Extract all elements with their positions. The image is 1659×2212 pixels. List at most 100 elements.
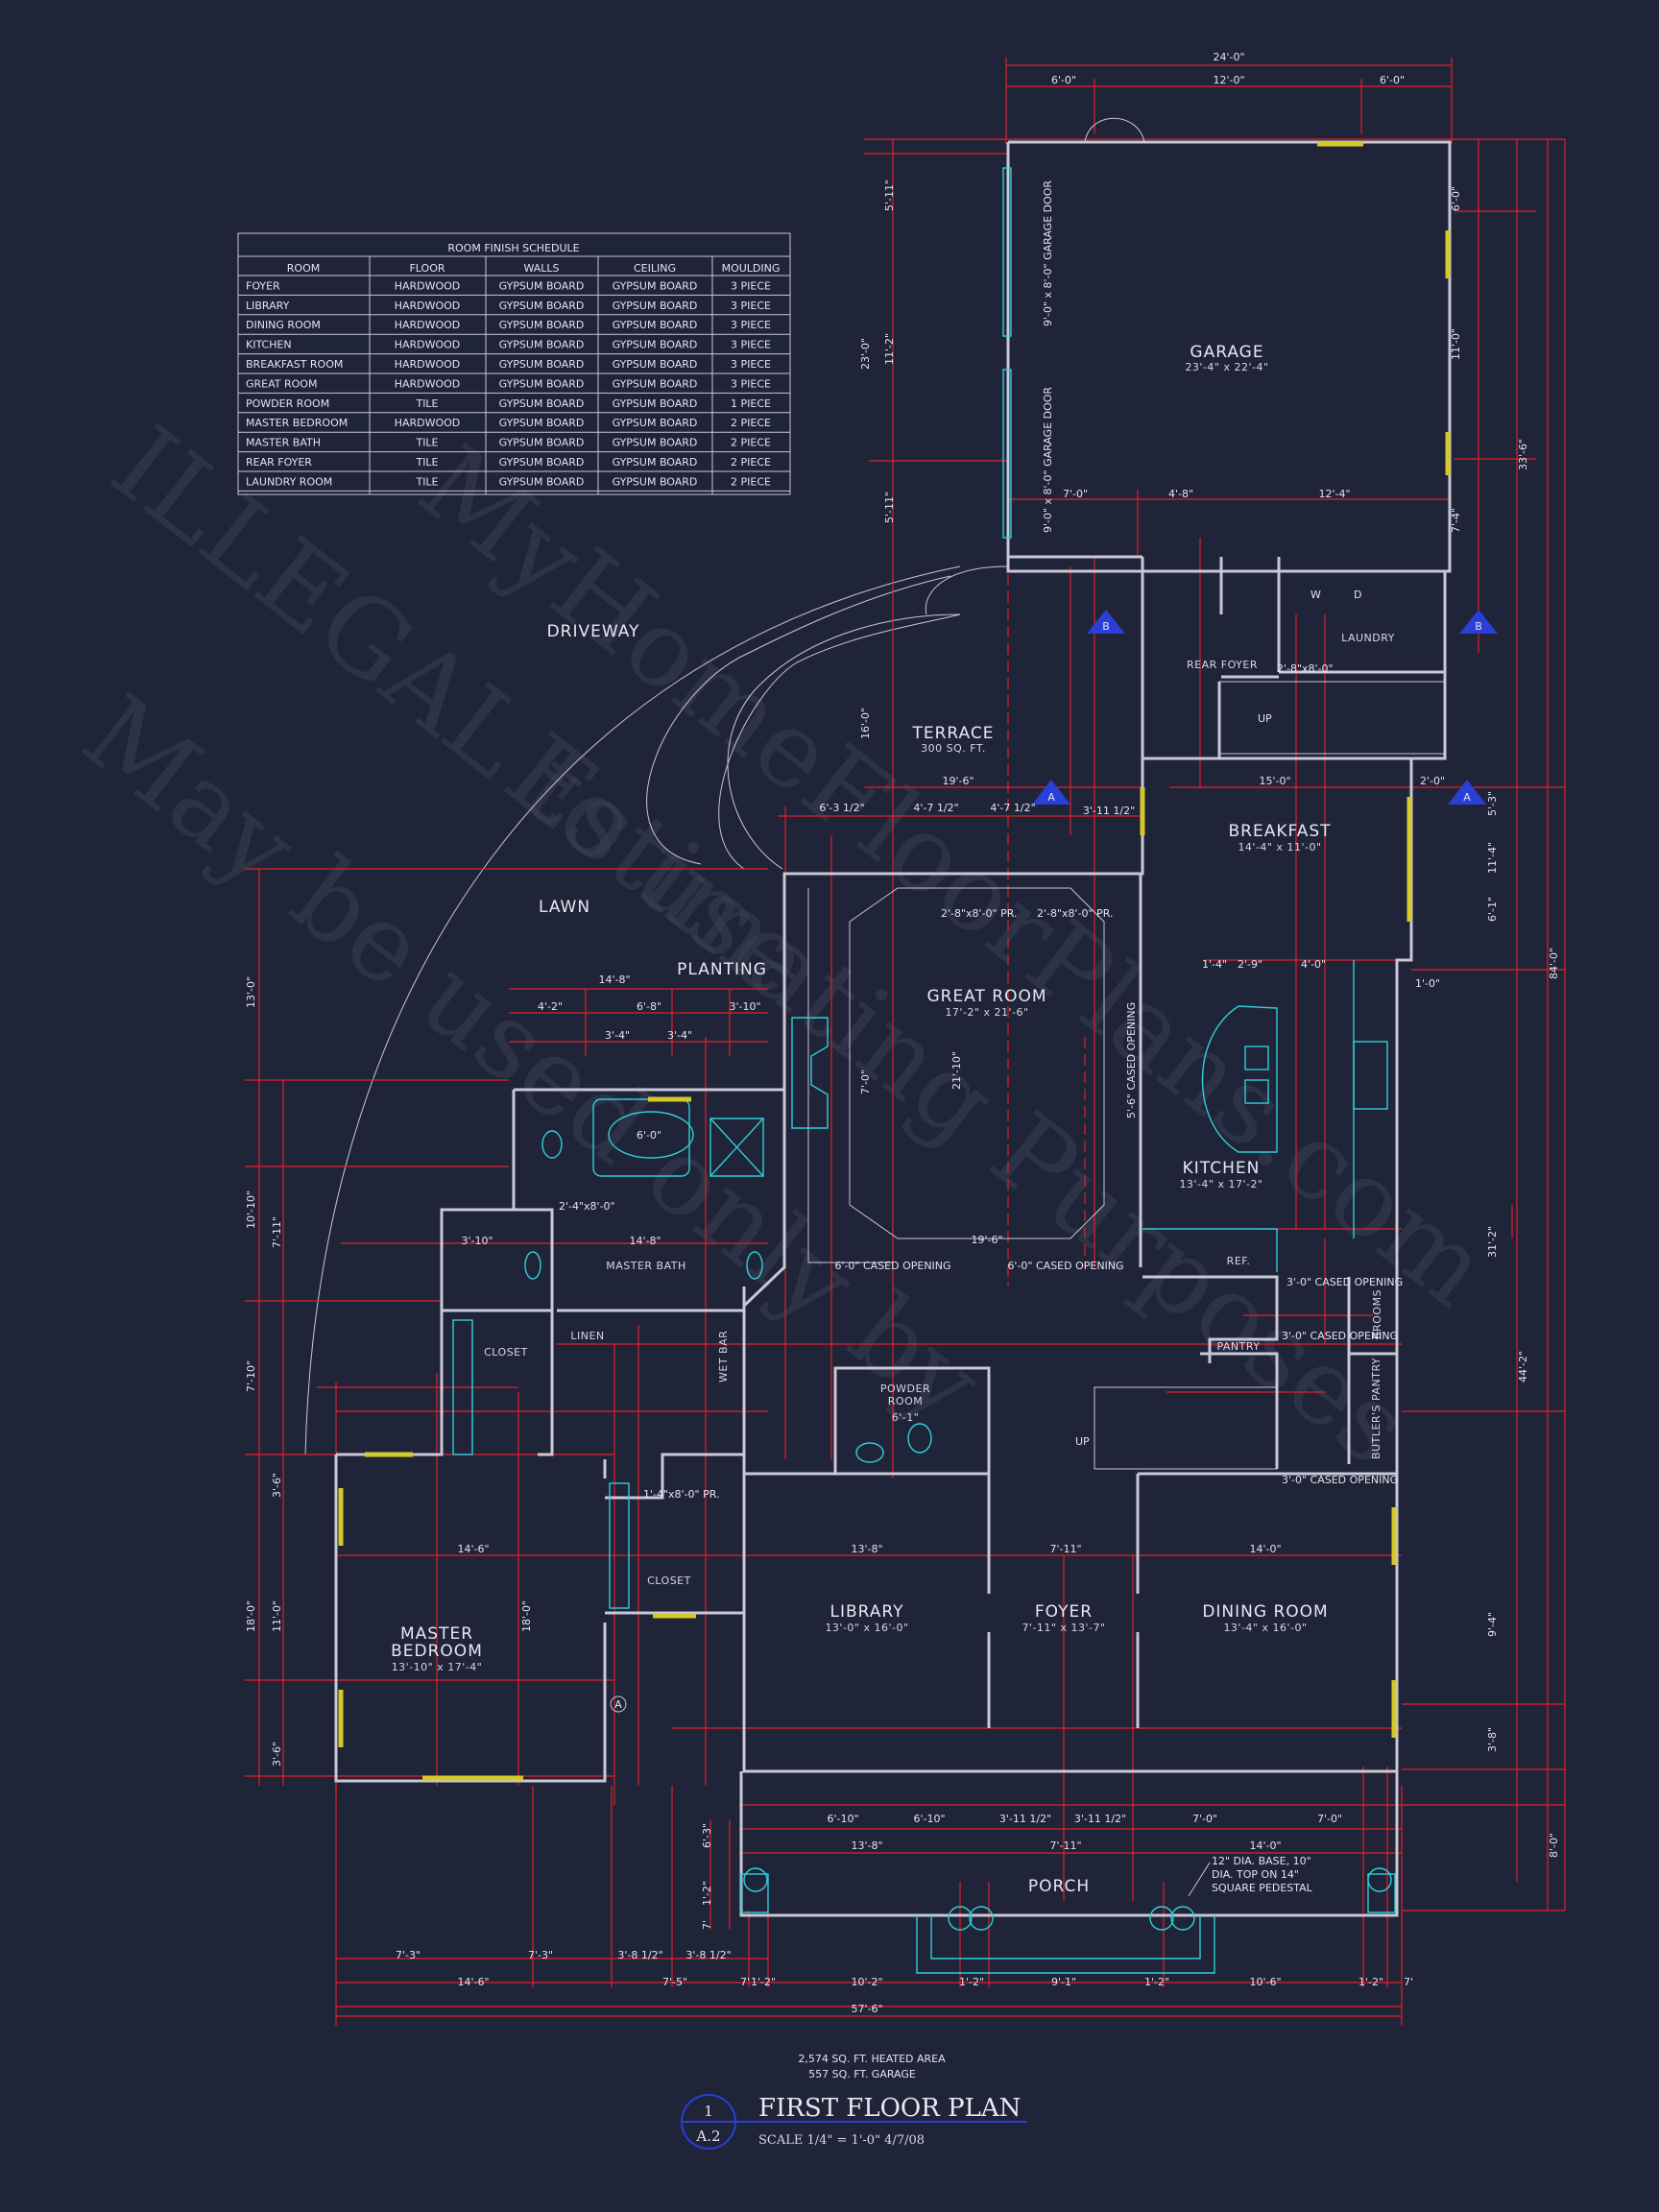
svg-text:4'-0": 4'-0" — [1301, 958, 1326, 971]
pantry-label: PANTRY — [1216, 1340, 1260, 1353]
schedule-cell: GYPSUM BOARD — [613, 319, 698, 331]
svg-text:21'-10": 21'-10" — [950, 1051, 963, 1090]
svg-text:3'-10": 3'-10" — [729, 1000, 760, 1013]
schedule-cell: HARDWOOD — [395, 417, 461, 429]
door-label-1: 2'-8"x8'-0" PR. — [941, 907, 1018, 920]
driveway-label: DRIVEWAY — [547, 622, 640, 641]
schedule-cell: GYPSUM BOARD — [499, 279, 585, 292]
svg-text:6'-0": 6'-0" — [637, 1129, 661, 1142]
kitchen-label: KITCHEN — [1183, 1159, 1261, 1178]
svg-text:3'-11 1/2": 3'-11 1/2" — [999, 1813, 1051, 1825]
wet-bar-label: WET BAR — [717, 1331, 730, 1382]
schedule-cell: GYPSUM BOARD — [499, 339, 585, 351]
powder-room-dim: 6'-1" — [892, 1411, 920, 1424]
schedule-cell: GREAT ROOM — [246, 377, 317, 390]
svg-text:6'-3 1/2": 6'-3 1/2" — [819, 802, 864, 814]
foyer-label: FOYER — [1035, 1602, 1093, 1622]
closet-1-label: CLOSET — [484, 1346, 528, 1358]
svg-text:10'-10": 10'-10" — [245, 1190, 257, 1229]
butlers-pantry-label: BUTLER'S PANTRY — [1370, 1358, 1382, 1459]
svg-text:7'-0": 7'-0" — [859, 1070, 872, 1094]
schedule-cell: 2 PIECE — [731, 417, 771, 429]
svg-text:84'-0": 84'-0" — [1548, 948, 1560, 979]
dining-room-label: DINING ROOM — [1202, 1602, 1328, 1622]
drawing-title: FIRST FLOOR PLAN — [758, 2094, 1021, 2123]
library-label: LIBRARY — [830, 1602, 903, 1622]
schedule-cell: FOYER — [246, 279, 280, 292]
fixtures — [452, 167, 1396, 1931]
svg-text:3'-4": 3'-4" — [667, 1029, 692, 1042]
svg-text:10'-6": 10'-6" — [1249, 1976, 1281, 1988]
schedule-cell: GYPSUM BOARD — [499, 417, 585, 429]
garage-door-1-label: 9'-0" x 8'-0" GARAGE DOOR — [1042, 180, 1054, 326]
range — [1353, 1041, 1388, 1110]
schedule-cell: HARDWOOD — [395, 339, 461, 351]
schedule-cell: GYPSUM BOARD — [499, 377, 585, 390]
svg-text:7'-3": 7'-3" — [528, 1949, 553, 1961]
schedule-cell: TILE — [415, 475, 438, 488]
driveway-return — [925, 565, 1009, 615]
svg-text:31'-2": 31'-2" — [1486, 1226, 1499, 1258]
section-marker-b-right — [1459, 610, 1498, 634]
schedule-body: FOYER HARDWOOD GYPSUM BOARD GYPSUM BOARD 3 P… — [238, 279, 790, 492]
svg-text:33'-6": 33'-6" — [1517, 439, 1529, 470]
svg-text:7'-0": 7'-0" — [1063, 488, 1088, 500]
terrace-size: 300 SQ. FT. — [921, 742, 986, 755]
svg-text:44'-2": 44'-2" — [1517, 1351, 1529, 1382]
room-labels: GARAGE 23'-4" x 22'-4" TERRACE 300 SQ. F… — [391, 343, 1395, 1896]
svg-text:5'-3": 5'-3" — [1486, 791, 1499, 816]
svg-text:6'-10": 6'-10" — [827, 1813, 858, 1825]
lawn-outer-curve — [304, 565, 961, 1455]
washer-label: W — [1310, 589, 1321, 601]
schedule-cell: 3 PIECE — [731, 358, 771, 371]
svg-text:18'-0": 18'-0" — [520, 1600, 533, 1632]
schedule-cell: BREAKFAST ROOM — [246, 358, 343, 371]
schedule-header-walls: WALLS — [523, 262, 559, 275]
garage-area: 557 SQ. FT. GARAGE — [808, 2068, 916, 2080]
foyer-size: 7'-11" x 13'-7" — [1022, 1622, 1105, 1634]
ref-label: REF. — [1227, 1255, 1251, 1267]
svg-text:7'-11": 7'-11" — [1049, 1839, 1081, 1852]
schedule-cell: POWDER ROOM — [246, 397, 329, 410]
door-label-5: 1'-4"x8'-0" PR. — [643, 1488, 720, 1501]
closet-shelf-1 — [452, 1319, 473, 1455]
closet-shelf-2 — [609, 1482, 630, 1609]
powder-sink — [855, 1442, 884, 1463]
kitchen-size: 13'-4" x 17'-2" — [1179, 1178, 1262, 1190]
svg-text:6'-3": 6'-3" — [701, 1823, 713, 1848]
svg-text:3'-8 1/2": 3'-8 1/2" — [685, 1949, 731, 1961]
svg-text:6'-10": 6'-10" — [913, 1813, 945, 1825]
door-label-3: 2'-4"x8'-0" — [559, 1200, 615, 1213]
schedule-cell: GYPSUM BOARD — [613, 437, 698, 449]
svg-text:8'-0": 8'-0" — [1548, 1833, 1560, 1858]
schedule-cell: 3 PIECE — [731, 377, 771, 390]
svg-text:18'-0": 18'-0" — [245, 1600, 257, 1632]
schedule-cell: GYPSUM BOARD — [613, 300, 698, 312]
site-features: DRIVEWAY LAWN PLANTING — [304, 565, 1009, 1455]
watermark: ILLEGAL to use May be used only by MyHom… — [61, 403, 1511, 1489]
heated-area: 2,574 SQ. FT. HEATED AREA — [798, 2053, 946, 2065]
schedule-cell: HARDWOOD — [395, 377, 461, 390]
windows — [338, 141, 1451, 1781]
svg-text:7'-3": 7'-3" — [396, 1949, 421, 1961]
schedule-cell: MASTER BATH — [246, 437, 321, 449]
svg-text:14'-8": 14'-8" — [598, 974, 630, 986]
dimension-text: 24'-0" 6'-0" 12'-0" 6'-0" 5'-11" 11'-2" … — [245, 51, 1560, 2015]
svg-text:1'-4": 1'-4" — [1202, 958, 1227, 971]
schedule-cell: GYPSUM BOARD — [499, 358, 585, 371]
schedule-cell: TILE — [415, 397, 438, 410]
svg-text:13'-0": 13'-0" — [245, 976, 257, 1008]
schedule-cell: 3 PIECE — [731, 279, 771, 292]
powder-room-label-2: ROOM — [888, 1395, 923, 1407]
great-room-label: GREAT ROOM — [926, 987, 1046, 1006]
schedule-cell: MASTER BEDROOM — [246, 417, 348, 429]
schedule-cell: GYPSUM BOARD — [613, 377, 698, 390]
svg-text:4'-2": 4'-2" — [538, 1000, 563, 1013]
powder-room-label-1: POWDER — [880, 1382, 930, 1395]
svg-text:3'-10": 3'-10" — [461, 1235, 493, 1247]
svg-text:7'-10": 7'-10" — [245, 1360, 257, 1392]
laundry-label: LAUNDRY — [1341, 632, 1395, 644]
svg-text:11'-0": 11'-0" — [271, 1600, 283, 1632]
cased-opening-1: 6'-0" CASED OPENING — [834, 1260, 950, 1272]
